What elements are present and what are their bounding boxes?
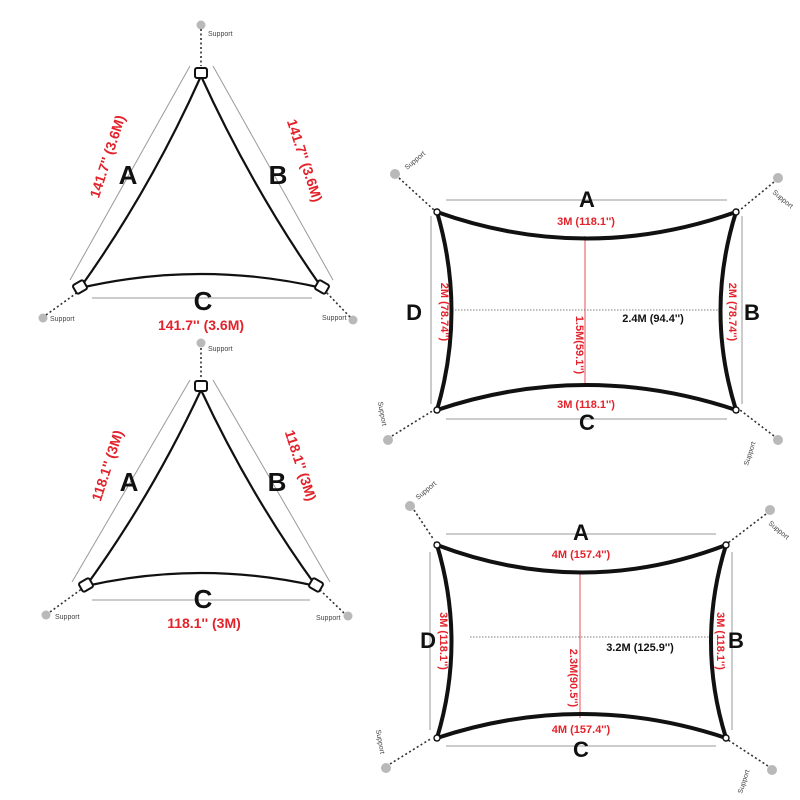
guide-side-b [212, 65, 334, 281]
dim-side-a: 3M (118.1'') [557, 216, 615, 228]
letter-b: B [269, 160, 288, 190]
letter-a: A [120, 467, 139, 497]
ring-right [314, 279, 330, 295]
letter-c: C [573, 737, 589, 762]
support-label-top: Support [208, 31, 233, 38]
letter-c: C [579, 410, 595, 435]
ring-left [78, 577, 94, 593]
support-label-bottom-right: Support [737, 769, 751, 795]
triangle-sail [83, 387, 319, 588]
rope-top-left [398, 177, 435, 211]
triangle-large: Support Support Support A B C 141.7'' (3… [38, 20, 358, 333]
support-label-right: Support [316, 615, 341, 622]
rectangle-large: Support Support Support Support A B C D … [374, 480, 790, 794]
support-label-left: Support [50, 316, 75, 323]
support-pole-bottom-left [383, 435, 393, 445]
support-pole-top-left [405, 501, 415, 511]
ring-bottom-right [722, 734, 730, 742]
triangle-sail [77, 73, 325, 290]
triangle-small: Support Support Support A B C 118.1'' (3… [41, 338, 353, 631]
letter-d: D [406, 300, 422, 325]
ring-top-right [722, 541, 730, 549]
dim-side-c: 4M (157.4'') [552, 724, 611, 736]
rope-bottom-right [739, 409, 775, 437]
dim-side-c: 3M (118.1'') [557, 399, 615, 411]
rope-right [325, 291, 351, 318]
letter-a: A [119, 160, 138, 190]
ring-top [194, 380, 208, 392]
ring-bottom-left [433, 734, 441, 742]
support-pole-top-right [773, 173, 783, 183]
support-pole-bottom-right [773, 435, 783, 445]
dim-side-c: 118.1'' (3M) [167, 615, 241, 631]
ring-top-left [433, 208, 441, 216]
support-label-top-left: Support [404, 150, 427, 171]
support-pole-left [38, 313, 48, 323]
dim-side-d: 2M (78.74'') [438, 283, 450, 342]
rectangle-small: Support Support Support Support A B C D … [376, 150, 794, 466]
letter-c: C [194, 584, 213, 614]
rectangle-sail [433, 208, 740, 414]
ring-bottom-left [433, 406, 441, 414]
support-label-bottom-left: Support [374, 729, 385, 754]
rope-bottom-left [391, 409, 435, 437]
dim-side-c: 141.7'' (3.6M) [158, 317, 244, 333]
dim-side-a: 4M (157.4'') [552, 549, 611, 561]
letter-d: D [420, 628, 436, 653]
dim-side-b: 141.7'' (3.6M) [284, 117, 326, 204]
dim-center-height: 1.5M(59.1'') [573, 316, 585, 375]
support-pole-left [41, 610, 51, 620]
support-label-right: Support [322, 315, 347, 322]
support-label-left: Support [55, 614, 80, 621]
support-pole-right [343, 611, 353, 621]
ring-left [72, 279, 88, 295]
dim-center-height: 2.3M(90.5'') [567, 649, 579, 708]
rope-left [45, 291, 79, 316]
dim-side-b: 118.1'' (3M) [282, 428, 320, 503]
dim-side-b: 2M (78.74'') [726, 283, 738, 342]
ring-top-right [732, 208, 740, 216]
support-pole-bottom-right [767, 765, 777, 775]
dim-center-width: 2.4M (94.4'') [622, 313, 684, 325]
rope-top-left [413, 509, 435, 541]
ring-right [308, 577, 324, 593]
support-label-bottom-right: Support [743, 441, 757, 467]
letter-b: B [728, 628, 744, 653]
dim-center-width: 3.2M (125.9'') [606, 642, 674, 654]
support-label-top-right: Support [767, 520, 790, 541]
rope-right [319, 589, 345, 614]
support-pole-bottom-left [381, 763, 391, 773]
support-pole-top-left [390, 169, 400, 179]
guide-side-a [71, 379, 191, 583]
guide-side-a [69, 65, 191, 281]
letter-a: A [579, 187, 595, 212]
ring-bottom-right [732, 406, 740, 414]
rope-bottom-right [727, 739, 769, 767]
letter-c: C [194, 286, 213, 316]
rope-left [49, 587, 84, 613]
support-label-top-left: Support [415, 480, 438, 501]
guide-side-b [212, 379, 331, 583]
rope-bottom-left [389, 737, 433, 765]
support-pole-top-right [765, 505, 775, 515]
support-pole-top [196, 20, 206, 30]
dim-side-d: 3M (118.1'') [437, 612, 449, 670]
support-label-bottom-left: Support [376, 401, 387, 426]
ring-top-left [433, 541, 441, 549]
rope-top-right [739, 181, 775, 211]
support-label-top-right: Support [771, 189, 794, 210]
ring-top [194, 67, 208, 79]
support-pole-right [348, 315, 358, 325]
support-label-top: Support [208, 346, 233, 353]
letter-b: B [268, 467, 287, 497]
letter-a: A [573, 520, 589, 545]
rope-top-right [727, 513, 767, 544]
dim-side-b: 3M (118.1'') [714, 612, 726, 670]
support-pole-top [196, 338, 206, 348]
letter-b: B [744, 300, 760, 325]
rectangle-sail [433, 541, 730, 742]
